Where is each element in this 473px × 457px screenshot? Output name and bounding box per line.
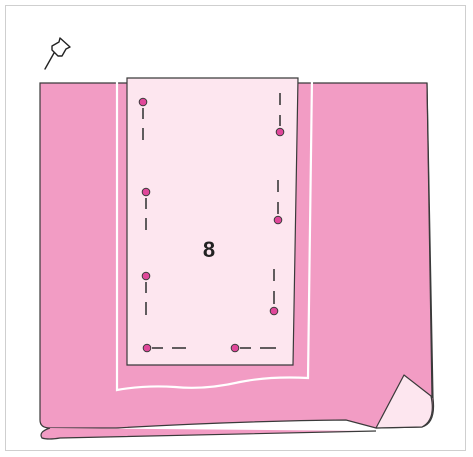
pushpin-icon bbox=[45, 38, 70, 69]
pattern-piece bbox=[127, 78, 298, 365]
fabric-bottom-roll bbox=[41, 428, 376, 439]
step-number: 8 bbox=[203, 237, 215, 262]
